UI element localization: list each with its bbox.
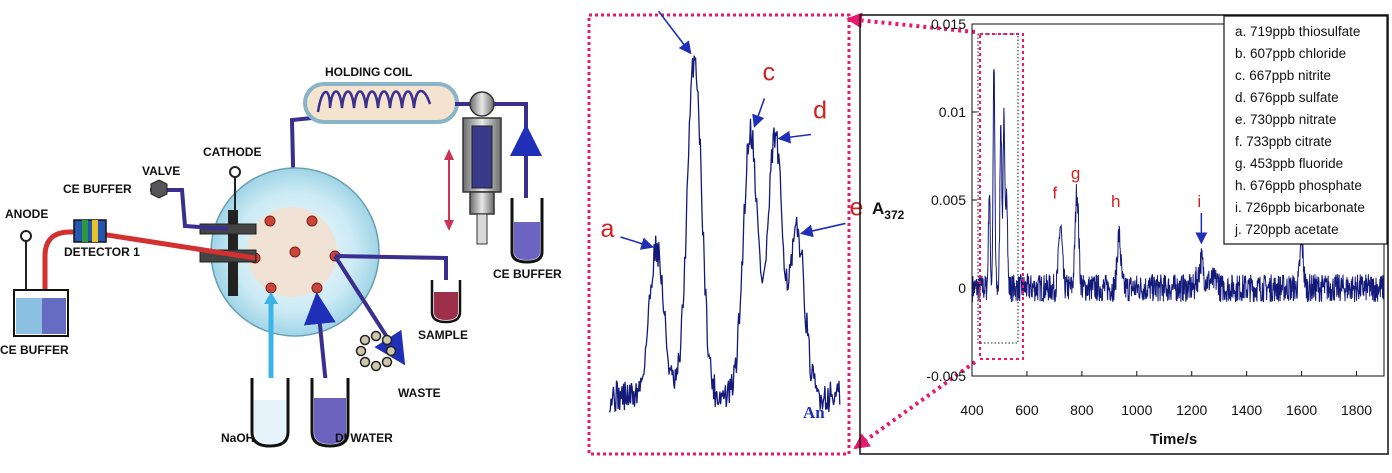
ce-buffer-beaker-right (510, 198, 544, 264)
inset-peak-label-b: b (643, 0, 657, 1)
detector-block (73, 219, 107, 243)
peak-label-g: g (1071, 164, 1080, 183)
x-tick-label: 600 (1015, 402, 1039, 418)
legend-entry: f. 733ppb citrate (1235, 134, 1332, 149)
separation-capillary (42, 229, 256, 292)
main-trace (972, 69, 1385, 303)
inset-peak-label-e: e (849, 193, 863, 221)
main-chart: -0.005 0 0.005 0.01 0.015 400 600 800 1000 1200 1… (859, 14, 1389, 455)
di-water-label: DI WATER (335, 431, 393, 445)
legend-entry: h. 676ppb phosphate (1235, 178, 1362, 193)
peak-label-h: h (1111, 192, 1120, 211)
legend-entry: a. 719ppb thiosulfate (1235, 24, 1360, 39)
y-axis-label: A372 (872, 199, 905, 222)
plunger-double-arrow (444, 149, 454, 231)
peak-label-f: f (1052, 183, 1057, 202)
x-tick-label: 800 (1070, 402, 1094, 418)
legend-entry: c. 667ppb nitrite (1235, 68, 1331, 83)
legend-entry: b. 607ppb chloride (1235, 46, 1346, 61)
legend: a. 719ppb thiosulfate b. 607ppb chloride c… (1223, 15, 1388, 245)
y-axis-label-main: A (872, 199, 884, 218)
zoom-region-pink-box (979, 33, 1024, 360)
x-tick-label: 1000 (1121, 402, 1152, 418)
naoh-beaker (250, 378, 290, 448)
x-tick-label: 1200 (1176, 402, 1207, 418)
y-tick-label: 0.005 (931, 192, 966, 208)
y-tick-label: 0 (958, 280, 966, 296)
ce-buffer-beaker-left (13, 230, 69, 337)
holding-coil-label: HOLDING COIL (325, 65, 412, 79)
ce-buffer-right-label: CE BUFFER (493, 267, 562, 281)
legend-entry: j. 720ppb acetate (1234, 222, 1339, 237)
x-tick-label: 1800 (1341, 402, 1372, 418)
legend-entry: g. 453ppb fluoride (1235, 156, 1343, 171)
peak-label-i: i (1197, 192, 1201, 211)
waste-label: WASTE (398, 386, 441, 400)
y-tick-label: 0.015 (931, 16, 966, 32)
zoom-inset: a b c d e An (587, 0, 863, 456)
inset-arrow-a (620, 236, 655, 250)
chart-frame (859, 14, 1389, 455)
detector-label: DETECTOR 1 (64, 245, 140, 259)
y-tick-label: -0.005 (926, 368, 966, 384)
y-axis-label-subscript: 372 (884, 208, 904, 222)
valve-icon (150, 179, 168, 199)
zoom-connector-top (846, 12, 976, 34)
valve-label: VALVE (142, 164, 180, 178)
x-tick-label: 1600 (1286, 402, 1317, 418)
naoh-flow-arrow (264, 292, 278, 304)
y-axis: -0.005 0 0.005 0.01 0.015 (926, 16, 977, 384)
di-water-beaker (310, 378, 350, 448)
inset-trace (608, 55, 841, 413)
inset-arrow-d (777, 130, 812, 144)
inset-peak-label-d: d (813, 96, 827, 124)
sample-label: SAMPLE (418, 328, 468, 342)
inset-peak-labels: a b c d e (600, 0, 863, 250)
inset-arrow-e (799, 222, 846, 238)
legend-entry: d. 676ppb sulfate (1235, 90, 1339, 105)
tubing-to-sample (334, 254, 448, 290)
y-tick-label: 0.01 (939, 104, 966, 120)
legend-entry: e. 730ppb nitrate (1235, 112, 1336, 127)
zoom-region-dotted-box (977, 33, 1019, 344)
x-axis: 400 600 800 1000 1200 1400 1600 1800 (960, 371, 1372, 418)
waste-rotor-icon (355, 330, 397, 372)
coil-windings (316, 89, 432, 113)
legend-box (1223, 15, 1388, 245)
inset-arrow-c (752, 98, 766, 128)
x-tick-label: 1400 (1231, 402, 1262, 418)
inset-peak-label-c: c (762, 58, 775, 86)
tubing-to-waste (333, 254, 406, 366)
main-peak-labels: fg h i (1052, 164, 1208, 245)
holding-coil (303, 82, 459, 124)
cathode-label: CATHODE (203, 145, 261, 159)
naoh-label: NaOH (221, 431, 254, 445)
x-axis-label: Time/s (1150, 431, 1197, 448)
ce-buffer-top-label: CE BUFFER (63, 182, 132, 196)
tubing-syringe-to-buffer (494, 102, 528, 238)
ce-schematic: HOLDING COIL CE BUFFER (0, 65, 562, 448)
x-tick-label: 400 (960, 402, 984, 418)
syringe-pump (462, 91, 502, 245)
inset-peak-label-a: a (600, 215, 614, 243)
legend-entry: i. 726ppb bicarbonate (1235, 200, 1365, 215)
inset-arrow-b (657, 10, 692, 55)
ce-buffer-bottom-label: CE BUFFER (0, 343, 69, 357)
anode-label: ANODE (5, 207, 48, 221)
sample-vial (430, 280, 462, 324)
inset-label-an: An (803, 403, 825, 422)
